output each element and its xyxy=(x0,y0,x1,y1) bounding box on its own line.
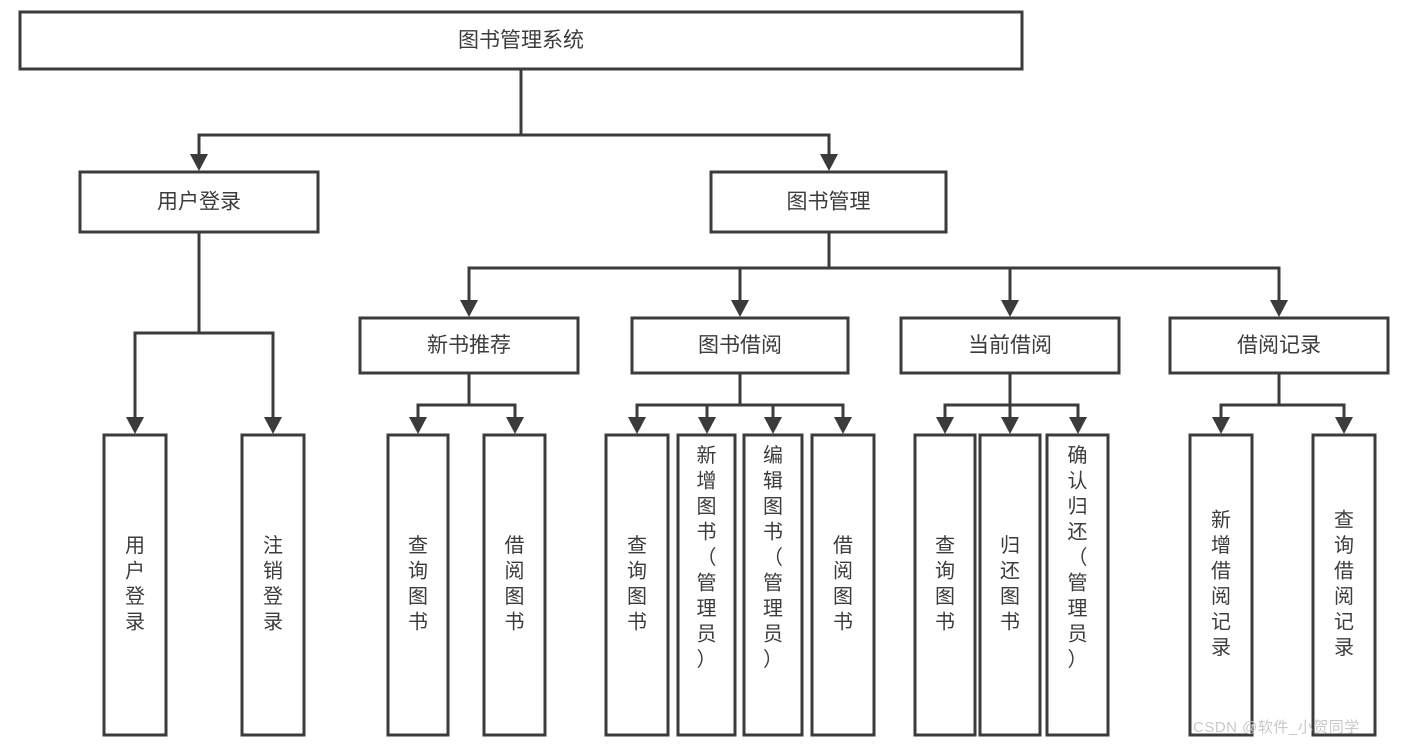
arrow-head-icon xyxy=(1001,417,1019,434)
node-leaf-query-book-3[interactable]: 查询图书 xyxy=(913,433,977,737)
arrow-head-icon xyxy=(936,417,954,434)
arrow-head-icon xyxy=(1335,417,1353,434)
node-box xyxy=(386,433,450,737)
connector-book-manage-to-new-book-rec xyxy=(460,232,831,317)
connector-root-to-user-login xyxy=(190,69,523,171)
arrow-head-icon xyxy=(409,417,427,434)
node-label: 新增图书（管理员） xyxy=(697,444,717,671)
node-box xyxy=(1168,316,1390,375)
node-box xyxy=(1311,433,1377,737)
node-box xyxy=(978,433,1042,737)
connector-new-book-rec-to-leaf-query-book-1 xyxy=(409,373,471,434)
arrow-head-icon xyxy=(1069,417,1087,434)
node-leaf-user-login[interactable]: 用户登录 xyxy=(102,433,168,737)
node-box xyxy=(1045,433,1110,737)
connector-new-book-rec-to-leaf-borrow-book-1 xyxy=(467,373,524,434)
node-leaf-return-book[interactable]: 归还图书 xyxy=(978,433,1042,737)
connector-user-login-to-leaf-user-logout xyxy=(197,232,282,434)
connector-borrow-record-to-leaf-add-record xyxy=(1212,373,1281,434)
node-label: 查询图书 xyxy=(627,534,647,634)
arrow-head-icon xyxy=(506,417,524,434)
csdn-watermark: CSDN @软件_小贺同学 xyxy=(1193,719,1360,736)
node-label: 借阅图书 xyxy=(833,534,853,634)
node-label: 新增借阅记录 xyxy=(1211,509,1231,660)
connector-current-borrow-to-leaf-confirm-return xyxy=(1008,373,1087,434)
node-box xyxy=(630,316,850,375)
node-box xyxy=(18,10,1024,71)
node-leaf-confirm-return[interactable]: 确认归还（管理员） xyxy=(1045,433,1110,737)
node-leaf-borrow-book-1[interactable]: 借阅图书 xyxy=(482,433,547,737)
node-label: 新书推荐 xyxy=(427,334,511,357)
node-label: 借阅图书 xyxy=(505,534,525,634)
connector-book-borrow-to-leaf-borrow-book-2 xyxy=(738,373,852,434)
connector-layer xyxy=(126,69,1353,434)
arrow-head-icon xyxy=(698,417,716,434)
node-borrow-record[interactable]: 借阅记录 xyxy=(1168,316,1390,375)
arrow-head-icon xyxy=(460,300,478,317)
node-label: 归还图书 xyxy=(1000,534,1020,634)
node-label: 查询图书 xyxy=(408,534,428,634)
node-box xyxy=(78,170,320,234)
node-box xyxy=(742,433,804,737)
node-box xyxy=(482,433,547,737)
node-leaf-edit-book[interactable]: 编辑图书（管理员） xyxy=(742,433,804,737)
node-label: 确认归还（管理员） xyxy=(1068,444,1088,671)
node-box xyxy=(604,433,670,737)
arrow-head-icon xyxy=(1212,417,1230,434)
node-box xyxy=(1188,433,1254,737)
connector-root-to-book-manage xyxy=(519,69,838,171)
arrow-head-icon xyxy=(820,154,838,171)
node-label: 查询借阅记录 xyxy=(1334,509,1354,660)
node-leaf-add-book[interactable]: 新增图书（管理员） xyxy=(676,433,737,737)
node-label: 注销登录 xyxy=(263,534,283,634)
node-leaf-query-record[interactable]: 查询借阅记录 xyxy=(1311,433,1377,737)
node-leaf-query-book-2[interactable]: 查询图书 xyxy=(604,433,670,737)
arrow-head-icon xyxy=(1270,300,1288,317)
node-label: 图书管理系统 xyxy=(458,29,584,52)
connector-borrow-record-to-leaf-query-record xyxy=(1277,373,1353,434)
arrow-head-icon xyxy=(731,300,749,317)
node-box xyxy=(899,316,1121,375)
node-layer: 图书管理系统用户登录图书管理新书推荐图书借阅当前借阅借阅记录用户登录注销登录查询… xyxy=(18,10,1390,737)
node-label: 图书借阅 xyxy=(698,334,782,357)
node-box xyxy=(913,433,977,737)
node-label: 用户登录 xyxy=(125,535,145,634)
node-box xyxy=(102,433,168,737)
arrow-head-icon xyxy=(190,154,208,171)
node-user-login[interactable]: 用户登录 xyxy=(78,170,320,234)
connector-user-login-to-leaf-user-login xyxy=(126,232,201,434)
arrow-head-icon xyxy=(834,417,852,434)
node-label: 当前借阅 xyxy=(968,334,1052,357)
arrow-head-icon xyxy=(628,417,646,434)
node-current-borrow[interactable]: 当前借阅 xyxy=(899,316,1121,375)
node-box xyxy=(676,433,737,737)
node-root[interactable]: 图书管理系统 xyxy=(18,10,1024,71)
node-label: 借阅记录 xyxy=(1237,334,1321,357)
node-box xyxy=(709,170,948,234)
node-leaf-add-record[interactable]: 新增借阅记录 xyxy=(1188,433,1254,737)
arrow-head-icon xyxy=(126,417,144,434)
node-box xyxy=(810,433,876,737)
connector-book-manage-to-current-borrow xyxy=(827,232,1019,317)
node-label: 图书管理 xyxy=(787,191,871,214)
node-leaf-borrow-book-2[interactable]: 借阅图书 xyxy=(810,433,876,737)
node-box xyxy=(240,433,306,737)
node-leaf-user-logout[interactable]: 注销登录 xyxy=(240,433,306,737)
node-book-manage[interactable]: 图书管理 xyxy=(709,170,948,234)
arrow-head-icon xyxy=(1001,300,1019,317)
connector-current-borrow-to-leaf-query-book-3 xyxy=(936,373,1012,434)
node-label: 用户登录 xyxy=(157,191,241,214)
arrow-head-icon xyxy=(764,417,782,434)
node-box xyxy=(358,316,580,375)
node-label: 查询图书 xyxy=(935,534,955,634)
node-new-book-rec[interactable]: 新书推荐 xyxy=(358,316,580,375)
node-book-borrow[interactable]: 图书借阅 xyxy=(630,316,850,375)
node-leaf-query-book-1[interactable]: 查询图书 xyxy=(386,433,450,737)
node-label: 编辑图书（管理员） xyxy=(763,444,783,671)
connector-book-manage-to-borrow-record xyxy=(827,232,1288,317)
connector-book-manage-to-book-borrow xyxy=(731,232,831,317)
arrow-head-icon xyxy=(264,417,282,434)
